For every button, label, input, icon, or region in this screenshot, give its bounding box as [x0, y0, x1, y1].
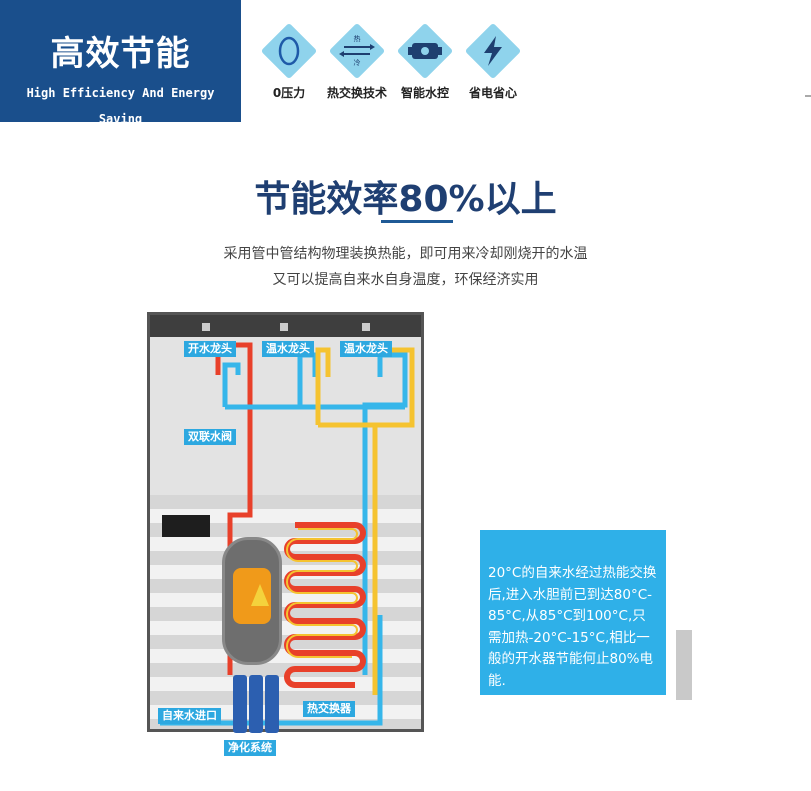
heat-text: 热	[354, 34, 361, 43]
efficiency-badge: 高效节能 High Efficiency And Energy Saving	[0, 0, 241, 126]
description-line-1: 采用管中管结构物理装换热能，即可用来冷却刚烧开的水温	[223, 246, 588, 262]
label-purification-system: 净化系统	[224, 740, 276, 756]
feature-power-saving: 省电省心	[462, 20, 524, 110]
feature-label: 省电省心	[468, 86, 517, 100]
pipe-network	[160, 323, 415, 726]
info-box: 20°C的自来水经过热能交换后,进入水胆前已到达80°C-85°C,从85°C到…	[480, 530, 666, 695]
label-heat-exchanger: 热交换器	[303, 701, 355, 717]
feature-label: 热交换技术	[326, 86, 387, 100]
badge-title: 高效节能	[50, 34, 191, 74]
description-line-2: 又可以提高自来水自身温度，环保经济实用	[272, 272, 539, 288]
label-twin-valve: 双联水阀	[184, 429, 236, 445]
lightning-bolt-icon	[484, 36, 502, 66]
feature-heat-exchange: 热 冷 热交换技术	[326, 20, 388, 110]
badge-subtitle: High Efficiency And Energy Saving	[26, 86, 215, 126]
control-panel	[162, 515, 210, 537]
feature-label: 0压力	[272, 86, 306, 100]
page-title: 节能效率80%以上	[254, 179, 557, 220]
feature-zero-pressure: 0压力	[258, 20, 320, 110]
heating-element	[233, 568, 271, 624]
feature-list: 0压力 热 冷 热交换技术 智能水控 省电省心	[258, 20, 528, 110]
title-underline	[381, 220, 453, 223]
info-box-shadow	[676, 630, 692, 700]
cold-text: 冷	[354, 58, 361, 67]
edge-mark	[805, 95, 811, 97]
heat-exchange-icon: 热 冷	[339, 34, 375, 67]
feature-smart-water-control: 智能水控	[394, 20, 456, 110]
label-tap-water-inlet: 自来水进口	[158, 708, 221, 724]
feature-label: 智能水控	[400, 86, 449, 100]
filter-cartridge	[265, 675, 279, 733]
zero-pressure-icon	[278, 36, 300, 66]
filter-cartridge	[233, 675, 247, 733]
boiling-tank	[222, 537, 282, 665]
water-dispenser-diagram: 开水龙头 温水龙头 温水龙头 双联水阀 自来水进口 热交换器	[147, 312, 424, 733]
label-warm-tap-1: 温水龙头	[262, 341, 314, 357]
label-boiling-tap: 开水龙头	[184, 341, 236, 357]
filter-cartridge	[249, 675, 263, 733]
label-warm-tap-2: 温水龙头	[340, 341, 392, 357]
flame-icon	[251, 584, 269, 606]
smart-water-control-icon	[408, 43, 442, 59]
